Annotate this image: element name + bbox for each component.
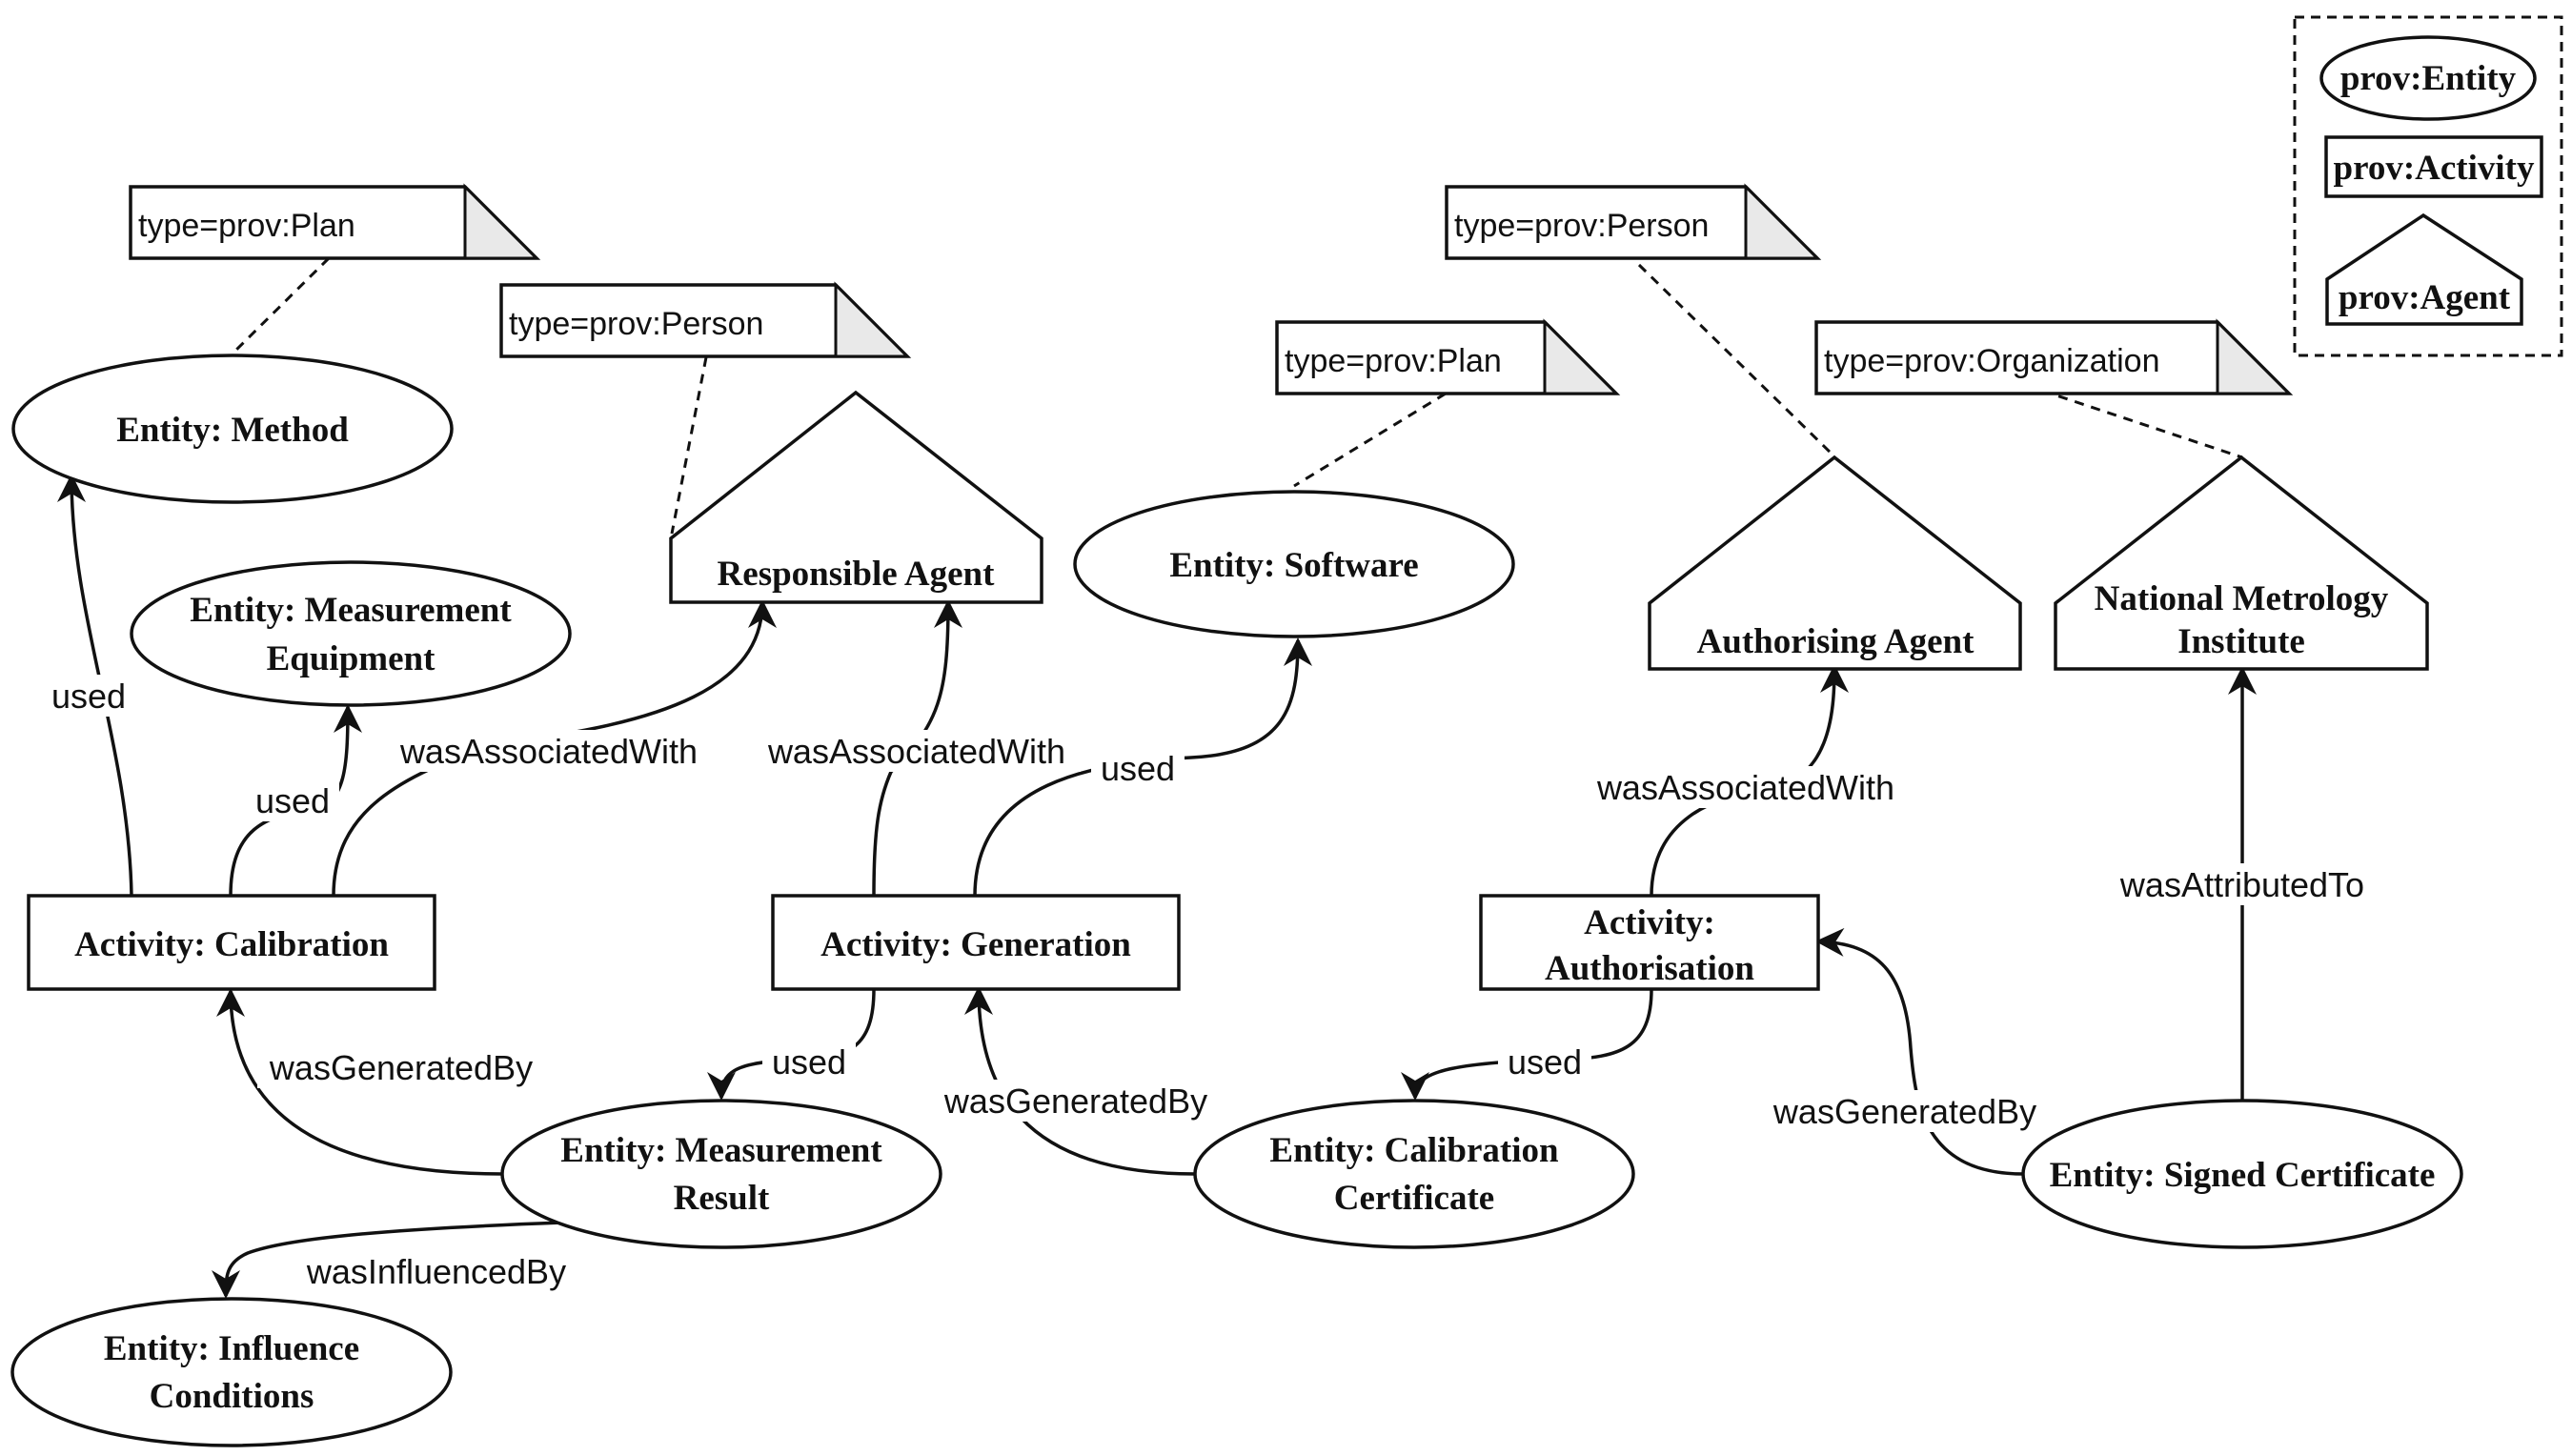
legend-entity-label: prov:Entity	[2340, 59, 2517, 98]
note-connectors	[230, 256, 2243, 535]
entity-measurement-result-line2: Result	[674, 1179, 770, 1218]
activity-authorisation-line2: Authorisation	[1545, 949, 1754, 988]
label-cal-used-equipment: used	[255, 781, 330, 820]
activity-authorisation: Activity: Authorisation	[1479, 894, 1820, 991]
entity-method: Entity: Method	[11, 354, 454, 504]
entity-influence-conditions-line1: Entity: Influence	[104, 1329, 359, 1368]
entity-calibration-certificate: Entity: Calibration Certificate	[1193, 1099, 1635, 1249]
legend-agent-shape	[2325, 212, 2523, 326]
edge-result-generated-cal	[216, 988, 503, 1176]
entity-calibration-certificate-line2: Certificate	[1334, 1179, 1494, 1218]
agent-responsible: Responsible Agent	[669, 390, 1043, 604]
note-software-plan-text: type=prov:Plan	[1285, 343, 1502, 379]
note-connector-authorising	[1637, 263, 1835, 457]
label-gen-used-result: used	[772, 1042, 846, 1082]
note-responsible-person: type=prov:Person	[499, 281, 912, 358]
agent-nmi-line2: Institute	[2177, 622, 2305, 661]
legend-activity-shape	[2324, 135, 2543, 198]
activity-generation-label: Activity: Generation	[820, 925, 1131, 964]
entity-measurement-equipment-line1: Entity: Measurement	[190, 591, 512, 630]
note-connector-software	[1293, 392, 1447, 488]
label-signed-generated-auth: wasGeneratedBy	[1772, 1092, 2036, 1131]
activity-generation: Activity: Generation	[771, 894, 1181, 991]
legend-activity-label: prov:Activity	[2334, 149, 2535, 188]
entity-measurement-result: Entity: Measurement Result	[500, 1099, 942, 1249]
note-method-plan-text: type=prov:Plan	[138, 208, 355, 244]
label-cal-assoc-responsible: wasAssociatedWith	[399, 732, 698, 771]
note-method-plan: type=prov:Plan	[129, 183, 541, 260]
note-nmi-organization: type=prov:Organization	[1814, 318, 2294, 395]
entity-software-label: Entity: Software	[1169, 546, 1418, 585]
agent-nmi-line1: National Metrology	[2095, 579, 2389, 618]
edge-result-influenced-influence	[212, 1221, 563, 1299]
legend-agent-label: prov:Agent	[2339, 278, 2511, 317]
activity-authorisation-line1: Activity:	[1584, 903, 1715, 942]
label-signed-attributed-nmi: wasAttributedTo	[2119, 865, 2364, 904]
entity-measurement-equipment-line2: Equipment	[267, 639, 436, 678]
label-cert-generated-gen: wasGeneratedBy	[943, 1082, 1207, 1121]
entity-measurement-result-line1: Entity: Measurement	[560, 1131, 882, 1170]
activity-calibration: Activity: Calibration	[27, 894, 436, 991]
agent-authorising: Authorising Agent	[1648, 455, 2022, 671]
edge-signed-generated-auth	[1815, 927, 2024, 1176]
entity-signed-certificate: Entity: Signed Certificate	[2021, 1099, 2463, 1249]
note-responsible-person-text: type=prov:Person	[509, 306, 763, 342]
label-result-influenced-influence: wasInfluencedBy	[306, 1252, 566, 1291]
label-cal-used-method: used	[51, 677, 126, 716]
note-authorising-person-text: type=prov:Person	[1454, 208, 1709, 244]
agent-responsible-label: Responsible Agent	[718, 555, 996, 594]
entity-signed-certificate-label: Entity: Signed Certificate	[2050, 1156, 2436, 1195]
label-auth-used-cert: used	[1508, 1042, 1582, 1082]
note-connector-method	[230, 256, 331, 356]
note-connector-responsible	[670, 356, 708, 535]
entity-method-label: Entity: Method	[116, 411, 349, 450]
note-authorising-person: type=prov:Person	[1445, 183, 1822, 260]
label-auth-assoc-authorising: wasAssociatedWith	[1596, 768, 1894, 807]
label-result-generated-cal: wasGeneratedBy	[269, 1048, 533, 1087]
entity-software: Entity: Software	[1073, 490, 1515, 638]
note-connector-nmi	[2041, 389, 2243, 459]
edge-labels: used used wasAssociatedWith wasAssociate…	[42, 675, 2379, 1292]
entity-calibration-certificate-line1: Entity: Calibration	[1269, 1131, 1559, 1170]
label-gen-assoc-responsible: wasAssociatedWith	[767, 732, 1065, 771]
entity-influence-conditions-line2: Conditions	[150, 1377, 314, 1416]
legend-frame	[2293, 15, 2563, 357]
legend: prov:Entity prov:Activity prov:Agent	[2293, 15, 2563, 357]
note-software-plan: type=prov:Plan	[1275, 318, 1621, 395]
agent-national-metrology-institute: National Metrology Institute	[2054, 455, 2429, 671]
legend-entity-shape	[2319, 35, 2537, 121]
agent-authorising-label: Authorising Agent	[1697, 622, 1975, 661]
activity-calibration-label: Activity: Calibration	[74, 925, 389, 964]
note-nmi-organization-text: type=prov:Organization	[1824, 343, 2159, 379]
entity-influence-conditions: Entity: Influence Conditions	[10, 1297, 453, 1447]
entity-measurement-equipment: Entity: Measurement Equipment	[130, 560, 572, 707]
label-gen-used-software: used	[1101, 749, 1175, 788]
